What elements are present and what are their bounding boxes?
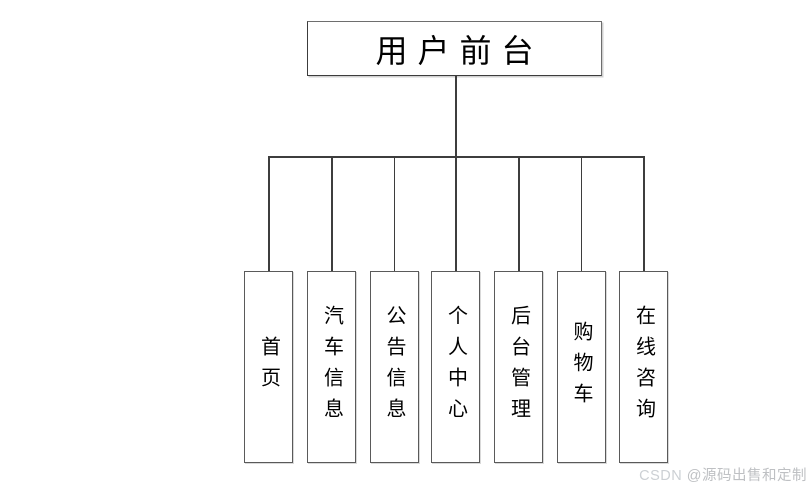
tree-node-label: 首页: [257, 336, 280, 398]
connector-stem: [455, 75, 457, 157]
tree-node-label: 个人中心: [444, 305, 467, 429]
tree-node-backend-management: 后台管理: [494, 271, 543, 463]
root-node-label: 用户前台: [375, 32, 544, 69]
watermark-author: @源码出售和定制: [686, 468, 807, 484]
connector-rail: [268, 156, 645, 158]
watermark: CSDN @源码出售和定制: [639, 464, 807, 485]
tree-node-personal-center: 个人中心: [431, 271, 480, 463]
tree-node-announcement-info: 公告信息: [369, 271, 419, 463]
tree-node-car-info: 汽车信息: [307, 271, 356, 463]
tree-node-shopping-cart: 购物车: [556, 271, 606, 463]
root-node-user-frontend: 用户前台: [307, 21, 602, 76]
tree-node-label: 购物车: [570, 320, 592, 414]
watermark-brand: CSDN: [639, 468, 687, 484]
connector-drop: [331, 157, 333, 271]
tree-node-label: 在线咨询: [632, 305, 655, 429]
tree-node-label: 后台管理: [507, 305, 530, 429]
tree-node-online-consultation: 在线咨询: [619, 271, 668, 463]
tree-node-home: 首页: [244, 271, 293, 463]
connector-drop: [455, 157, 457, 271]
connector-drop: [643, 157, 645, 271]
connector-drop: [268, 157, 270, 271]
connector-drop: [518, 157, 520, 271]
connector-drop: [393, 157, 395, 271]
connector-drop: [580, 157, 582, 271]
tree-node-label: 公告信息: [383, 305, 405, 429]
tree-node-label: 汽车信息: [320, 305, 343, 429]
